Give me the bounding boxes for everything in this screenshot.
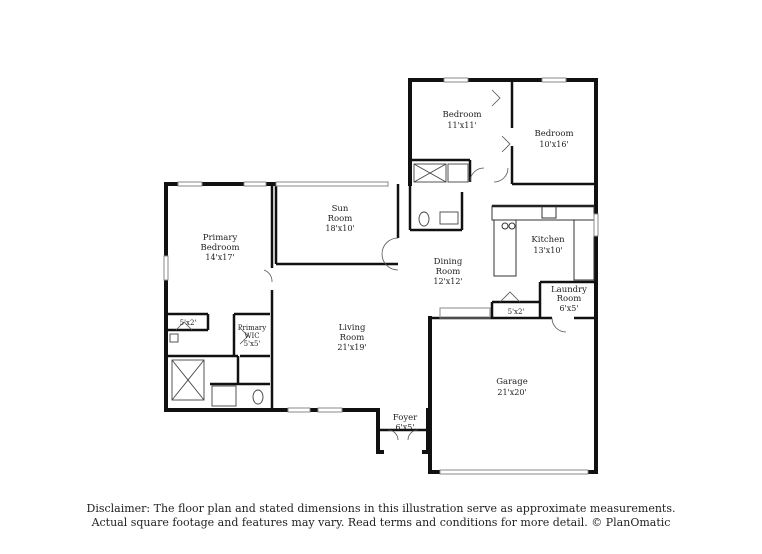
primary-wic-name-2: WIC <box>244 332 259 340</box>
primary-bedroom-name-1: Primary <box>203 233 238 243</box>
disclaimer-line-2: Actual square footage and features may v… <box>91 516 671 529</box>
primary-wic-dim: 5'x5' <box>244 340 261 348</box>
fixtures <box>169 163 469 407</box>
foyer-name: Foyer <box>393 413 418 423</box>
living-room-dim: 21'x19' <box>337 343 366 352</box>
disclaimer-line-1: Disclaimer: The floor plan and stated di… <box>86 502 676 515</box>
primary-bedroom-name-2: Bedroom <box>200 243 239 253</box>
hall-closet-dim: 5'x2' <box>508 308 525 316</box>
primary-wic-name-1: Primary <box>238 324 266 332</box>
dining-room-dim: 12'x12' <box>433 277 462 286</box>
garage-name: Garage <box>496 377 527 387</box>
kitchen-counters <box>491 205 595 281</box>
living-room-name-2: Room <box>340 333 365 343</box>
bedroom-right-dim: 10'x16' <box>539 140 568 149</box>
laundry-room-dim: 6'x5' <box>559 304 578 313</box>
kitchen-dim: 13'x10' <box>533 246 562 255</box>
primary-closet-dim: 5'x2' <box>180 319 197 327</box>
kitchen-name: Kitchen <box>531 235 565 245</box>
foyer-dim: 6'x5' <box>395 423 414 432</box>
exterior-walls <box>164 78 598 474</box>
dining-room-name-2: Room <box>436 267 461 277</box>
dining-room-name-1: Dining <box>434 257 463 267</box>
garage-dim: 21'x20' <box>497 388 526 397</box>
doors <box>175 89 567 441</box>
bedroom-left-dim: 11'x11' <box>447 121 476 130</box>
primary-bedroom-dim: 14'x17' <box>205 253 234 262</box>
sun-room-name-2: Room <box>328 214 353 224</box>
living-room-name-1: Living <box>339 323 366 333</box>
sun-room-dim: 18'x10' <box>325 224 354 233</box>
laundry-room-name-1: Laundry <box>551 285 587 295</box>
laundry-room-name-2: Room <box>557 294 582 304</box>
bedroom-left-name: Bedroom <box>442 110 481 120</box>
room-labels: Bedroom 11'x11' Bedroom 10'x16' Sun Room… <box>180 110 588 432</box>
windows <box>163 77 599 475</box>
sun-room-name-1: Sun <box>332 204 349 214</box>
bedroom-right-name: Bedroom <box>534 129 573 139</box>
